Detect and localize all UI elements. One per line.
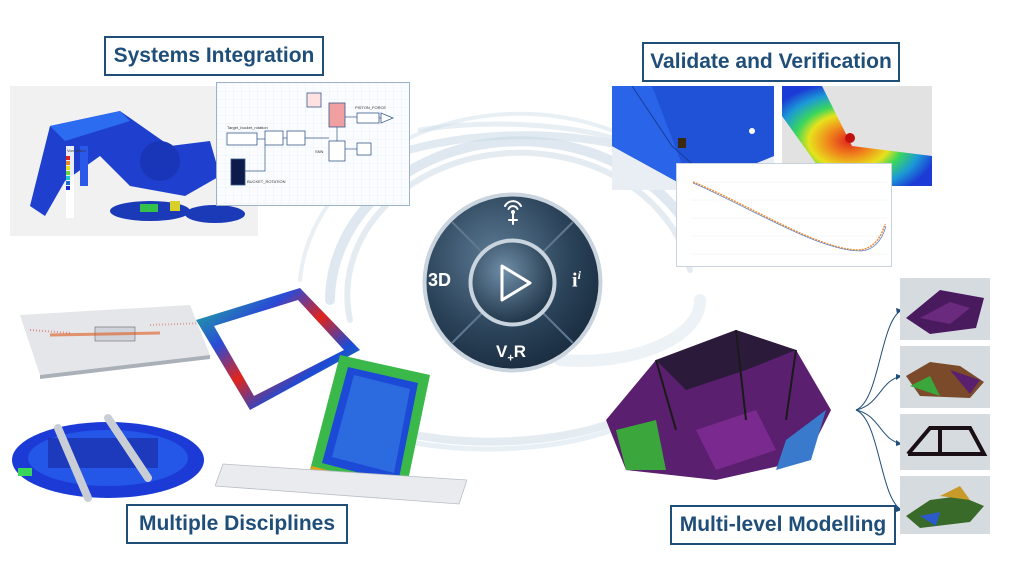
phone-bumper-model xyxy=(8,408,208,508)
svg-text:Target_bucket_rotation: Target_bucket_rotation xyxy=(227,125,268,130)
compass-plus: + xyxy=(507,352,514,365)
tablet-frame-stress-model xyxy=(190,280,370,416)
tablet-drop-model xyxy=(310,355,430,495)
validation-curve-chart xyxy=(676,163,892,267)
svg-text:PISTON_FORCE: PISTON_FORCE xyxy=(355,105,386,110)
thumbnail-floor-pan xyxy=(900,278,990,340)
compass-info-sup: i xyxy=(577,268,581,282)
compass-info-text: ii xyxy=(572,268,581,293)
wireless-antenna-icon xyxy=(504,200,522,225)
svg-text:BUCKET_ROTATION: BUCKET_ROTATION xyxy=(247,179,286,184)
multiple-disciplines-label: Multiple Disciplines xyxy=(126,504,348,544)
svg-text:Von Mises: Von Mises xyxy=(67,148,85,153)
validate-verification-label: Validate and Verification xyxy=(642,42,900,82)
play-icon xyxy=(500,264,532,302)
compass-info-main: i xyxy=(572,269,578,292)
thumbnail-subframe xyxy=(900,476,990,534)
3d-compass: 3D ii V+R xyxy=(420,190,605,375)
compass-vr-text: V+R xyxy=(496,342,526,364)
thermal-plate-model xyxy=(10,295,210,403)
compass-3d-text: 3D xyxy=(428,270,452,290)
system-block-diagram: Target_bucket_rotation BUCKET_ROTATION P… xyxy=(216,82,410,206)
systems-integration-label: Systems Integration xyxy=(104,36,324,76)
compass-r: R xyxy=(513,342,527,361)
thumbnail-side-frame xyxy=(900,414,990,470)
thumbnail-front-structure xyxy=(900,346,990,408)
drop-surface-plate xyxy=(215,462,467,506)
car-body-model xyxy=(596,300,836,486)
compass-v: V xyxy=(496,342,508,361)
multi-level-modelling-label: Multi-level Modelling xyxy=(670,505,896,545)
svg-text:SNN: SNN xyxy=(315,149,324,154)
